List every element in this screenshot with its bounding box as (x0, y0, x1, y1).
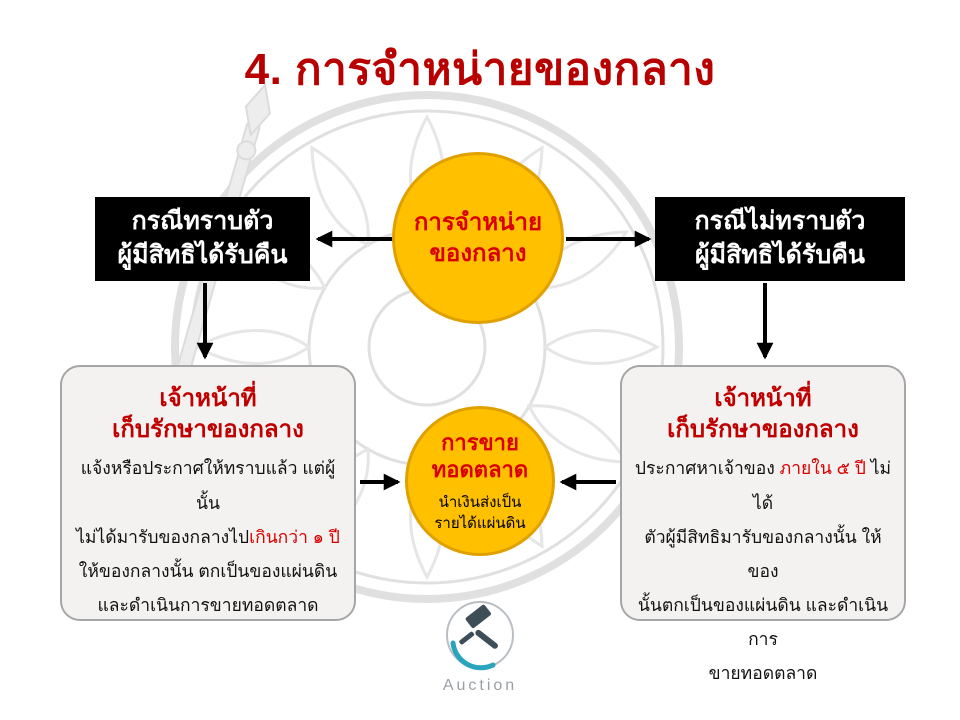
page-title: 4. การจำหน่ายของกลาง (244, 45, 716, 94)
left-panel-body-line1: แจ้งหรือประกาศให้ทราบแล้ว แต่ผู้นั้น (80, 458, 336, 513)
right-panel-body-line4: ขายทอดตลาด (708, 663, 818, 684)
right-panel-body-line1: ประกาศหาเจ้าของ ภายใน ๕ ปี ไม่ได้ (634, 451, 892, 519)
auction-logo-label: Auction (442, 677, 518, 694)
disposal-circle: การจำหน่าย ของกลาง (392, 152, 564, 324)
right-panel-body: ประกาศหาเจ้าของ ภายใน ๕ ปี ไม่ได้ ตัวผู้… (634, 451, 892, 690)
known-case-line1: กรณีทราบตัว (131, 207, 274, 236)
right-panel-heading: เจ้าหน้าที่ เก็บรักษาของกลาง (634, 383, 892, 445)
right-panel-body-line1-after: ไม่ได้ (752, 458, 892, 513)
left-panel-heading-line1: เจ้าหน้าที่ (159, 385, 257, 412)
known-case-line2: ผู้มีสิทธิได้รับคืน (117, 241, 288, 269)
auction-circle-line1: การขาย (441, 429, 519, 455)
disposal-circle-heading: การจำหน่าย ของกลาง (414, 207, 542, 269)
auction-sale-circle: การขาย ทอดตลาด นำเงินส่งเป็น รายได้แผ่นด… (405, 406, 555, 556)
auction-circle-line2: ทอดตลาด (431, 457, 529, 482)
disposal-circle-line1: การจำหน่าย (413, 208, 543, 236)
right-panel-heading-line2: เก็บรักษาของกลาง (667, 416, 859, 444)
auction-circle-sub: นำเงินส่งเป็น รายได้แผ่นดิน (434, 492, 525, 534)
unknown-case-line1: กรณีไม่ทราบตัว (694, 207, 866, 236)
known-case-box: กรณีทราบตัว ผู้มีสิทธิได้รับคืน (95, 197, 310, 281)
auction-circle-sub-line1: นำเงินส่งเป็น (438, 493, 522, 511)
unknown-case-box: กรณีไม่ทราบตัว ผู้มีสิทธิได้รับคืน (655, 197, 905, 281)
left-panel-body-line3: ให้ของกลางนั้น ตกเป็นของแผ่นดิน (78, 560, 338, 581)
right-panel-body-line3: นั้นตกเป็นของแผ่นดิน และดำเนินการ (637, 594, 889, 649)
auction-circle-heading: การขาย ทอดตลาด (432, 429, 528, 484)
left-panel-body-line2: ไม่ได้มารับของกลางไปเกินกว่า ๑ ปี (74, 520, 342, 554)
unknown-case-line2: ผู้มีสิทธิได้รับคืน (694, 241, 866, 269)
left-panel-body-line2-highlight: เกินกว่า ๑ ปี (249, 526, 340, 547)
custody-officer-panel-unknown: เจ้าหน้าที่ เก็บรักษาของกลาง ประกาศหาเจ้… (620, 365, 906, 683)
disposal-circle-line2: ของกลาง (429, 240, 527, 267)
right-panel-body-line2: ตัวผู้มีสิทธิมารับของกลางนั้น ให้ของ (644, 526, 882, 581)
right-panel-body-line1-highlight: ภายใน ๕ ปี (779, 458, 866, 479)
left-panel-body: แจ้งหรือประกาศให้ทราบแล้ว แต่ผู้นั้น ไม่… (74, 451, 342, 622)
gavel-icon (446, 601, 514, 671)
left-panel-body-line4: และดำเนินการขายทอดตลาด (97, 594, 319, 615)
right-panel-body-line1-black: ประกาศหาเจ้าของ (634, 458, 780, 479)
auction-circle-sub-line2: รายได้แผ่นดิน (434, 514, 526, 532)
auction-logo: Auction (0, 598, 960, 695)
left-panel-body-line2-black: ไม่ได้มารับของกลางไป (76, 526, 250, 547)
custody-officer-panel-known: เจ้าหน้าที่ เก็บรักษาของกลาง แจ้งหรือประ… (60, 365, 356, 621)
right-panel-heading-line1: เจ้าหน้าที่ (714, 385, 812, 412)
left-panel-heading: เจ้าหน้าที่ เก็บรักษาของกลาง (74, 383, 342, 445)
left-panel-heading-line2: เก็บรักษาของกลาง (112, 416, 304, 444)
